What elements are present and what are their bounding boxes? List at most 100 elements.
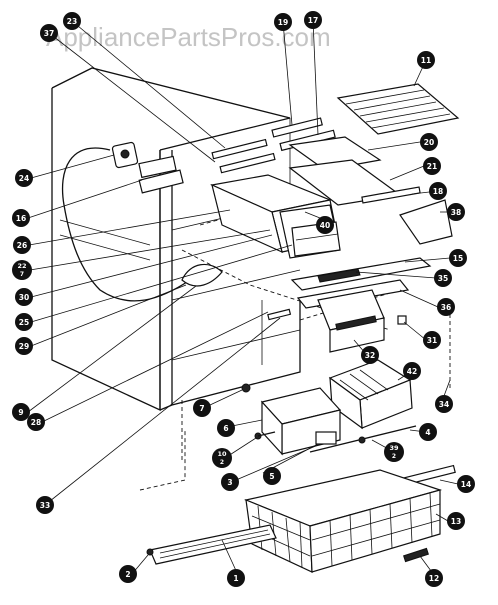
shelf-support-part — [181, 263, 223, 287]
callout-17: 17 — [304, 11, 322, 29]
callout-20: 20 — [420, 133, 438, 151]
callout-10-2: 102 — [212, 448, 232, 468]
svg-text:22: 22 — [17, 262, 26, 270]
svg-text:10: 10 — [217, 450, 227, 458]
callout-1: 1 — [227, 569, 245, 587]
control-housing-part — [138, 169, 184, 194]
svg-text:6: 6 — [223, 424, 228, 433]
clip-part — [397, 315, 407, 325]
callout-24: 24 — [15, 169, 33, 187]
bracket-part — [399, 199, 453, 245]
callout-32: 32 — [361, 346, 379, 364]
callout-26: 26 — [13, 236, 31, 254]
callout-15: 15 — [449, 249, 467, 267]
svg-text:9: 9 — [18, 408, 23, 417]
callout-38: 38 — [447, 203, 465, 221]
svg-text:13: 13 — [451, 517, 461, 526]
svg-text:18: 18 — [433, 187, 443, 196]
callout-2: 2 — [119, 565, 137, 583]
callout-37: 37 — [40, 24, 58, 42]
svg-text:34: 34 — [439, 400, 449, 409]
callout-31: 31 — [423, 331, 441, 349]
callout-6: 6 — [217, 419, 235, 437]
svg-text:36: 36 — [441, 303, 451, 312]
callout-34: 34 — [435, 395, 453, 413]
svg-text:31: 31 — [427, 336, 437, 345]
svg-text:29: 29 — [19, 342, 29, 351]
callout-16: 16 — [12, 209, 30, 227]
svg-text:26: 26 — [17, 241, 27, 250]
svg-text:28: 28 — [31, 418, 41, 427]
callout-33: 33 — [36, 496, 54, 514]
svg-text:2: 2 — [392, 453, 396, 460]
svg-text:35: 35 — [438, 274, 448, 283]
wire-shelf-part — [336, 83, 460, 135]
wire-basket-part — [243, 469, 443, 573]
callout-22-7: 227 — [12, 260, 32, 280]
callout-28: 28 — [27, 413, 45, 431]
svg-text:30: 30 — [19, 293, 29, 302]
glass-shelf-part — [288, 136, 382, 171]
callouts: 23 37 19 17 11 20 21 18 38 24 16 40 26 2… — [12, 11, 475, 587]
svg-text:24: 24 — [19, 174, 29, 183]
svg-text:19: 19 — [278, 18, 288, 27]
temperature-control-part — [111, 141, 177, 179]
svg-text:17: 17 — [308, 16, 318, 25]
svg-text:11: 11 — [421, 56, 431, 65]
callout-4: 4 — [419, 423, 437, 441]
svg-text:42: 42 — [407, 367, 417, 376]
callout-36: 36 — [437, 298, 455, 316]
svg-text:23: 23 — [67, 17, 77, 26]
svg-text:38: 38 — [451, 208, 461, 217]
callout-11: 11 — [417, 51, 435, 69]
callout-42: 42 — [403, 362, 421, 380]
ice-maker-part — [328, 359, 413, 430]
callout-23: 23 — [63, 12, 81, 30]
svg-text:32: 32 — [365, 351, 375, 360]
svg-text:2: 2 — [220, 459, 224, 466]
svg-text:4: 4 — [425, 428, 430, 437]
callout-3: 3 — [221, 473, 239, 491]
toe-grille-part — [149, 524, 277, 565]
svg-text:37: 37 — [44, 29, 54, 38]
grommet-part — [241, 383, 251, 393]
svg-text:25: 25 — [19, 318, 29, 327]
svg-text:15: 15 — [453, 254, 463, 263]
callout-39-2: 392 — [384, 442, 404, 462]
callout-25: 25 — [15, 313, 33, 331]
svg-text:3: 3 — [227, 478, 232, 487]
callout-13: 13 — [447, 512, 465, 530]
leader-lines — [27, 19, 459, 576]
svg-text:5: 5 — [269, 472, 274, 481]
wire-harness — [61, 147, 191, 302]
trim-strip-part — [361, 186, 421, 204]
svg-text:33: 33 — [40, 501, 50, 510]
callout-5: 5 — [263, 467, 281, 485]
screws-part — [254, 431, 337, 445]
ice-bin-part — [317, 289, 385, 353]
svg-text:14: 14 — [461, 480, 471, 489]
callout-30: 30 — [15, 288, 33, 306]
svg-text:1: 1 — [233, 574, 238, 583]
callout-35: 35 — [434, 269, 452, 287]
svg-text:2: 2 — [125, 570, 130, 579]
svg-text:7: 7 — [199, 404, 204, 413]
svg-text:21: 21 — [427, 162, 437, 171]
callout-29: 29 — [15, 337, 33, 355]
svg-text:40: 40 — [320, 221, 330, 230]
callout-9: 9 — [12, 403, 30, 421]
svg-text:16: 16 — [16, 214, 26, 223]
callout-18: 18 — [429, 182, 447, 200]
roller-part — [403, 547, 429, 563]
callout-40: 40 — [316, 216, 334, 234]
svg-text:7: 7 — [20, 271, 24, 278]
svg-text:20: 20 — [424, 138, 434, 147]
callout-12: 12 — [425, 569, 443, 587]
callout-7: 7 — [193, 399, 211, 417]
callout-19: 19 — [274, 13, 292, 31]
screw-part — [146, 548, 154, 556]
callout-14: 14 — [457, 475, 475, 493]
misc-small-parts — [267, 308, 366, 444]
svg-text:39: 39 — [389, 444, 399, 452]
